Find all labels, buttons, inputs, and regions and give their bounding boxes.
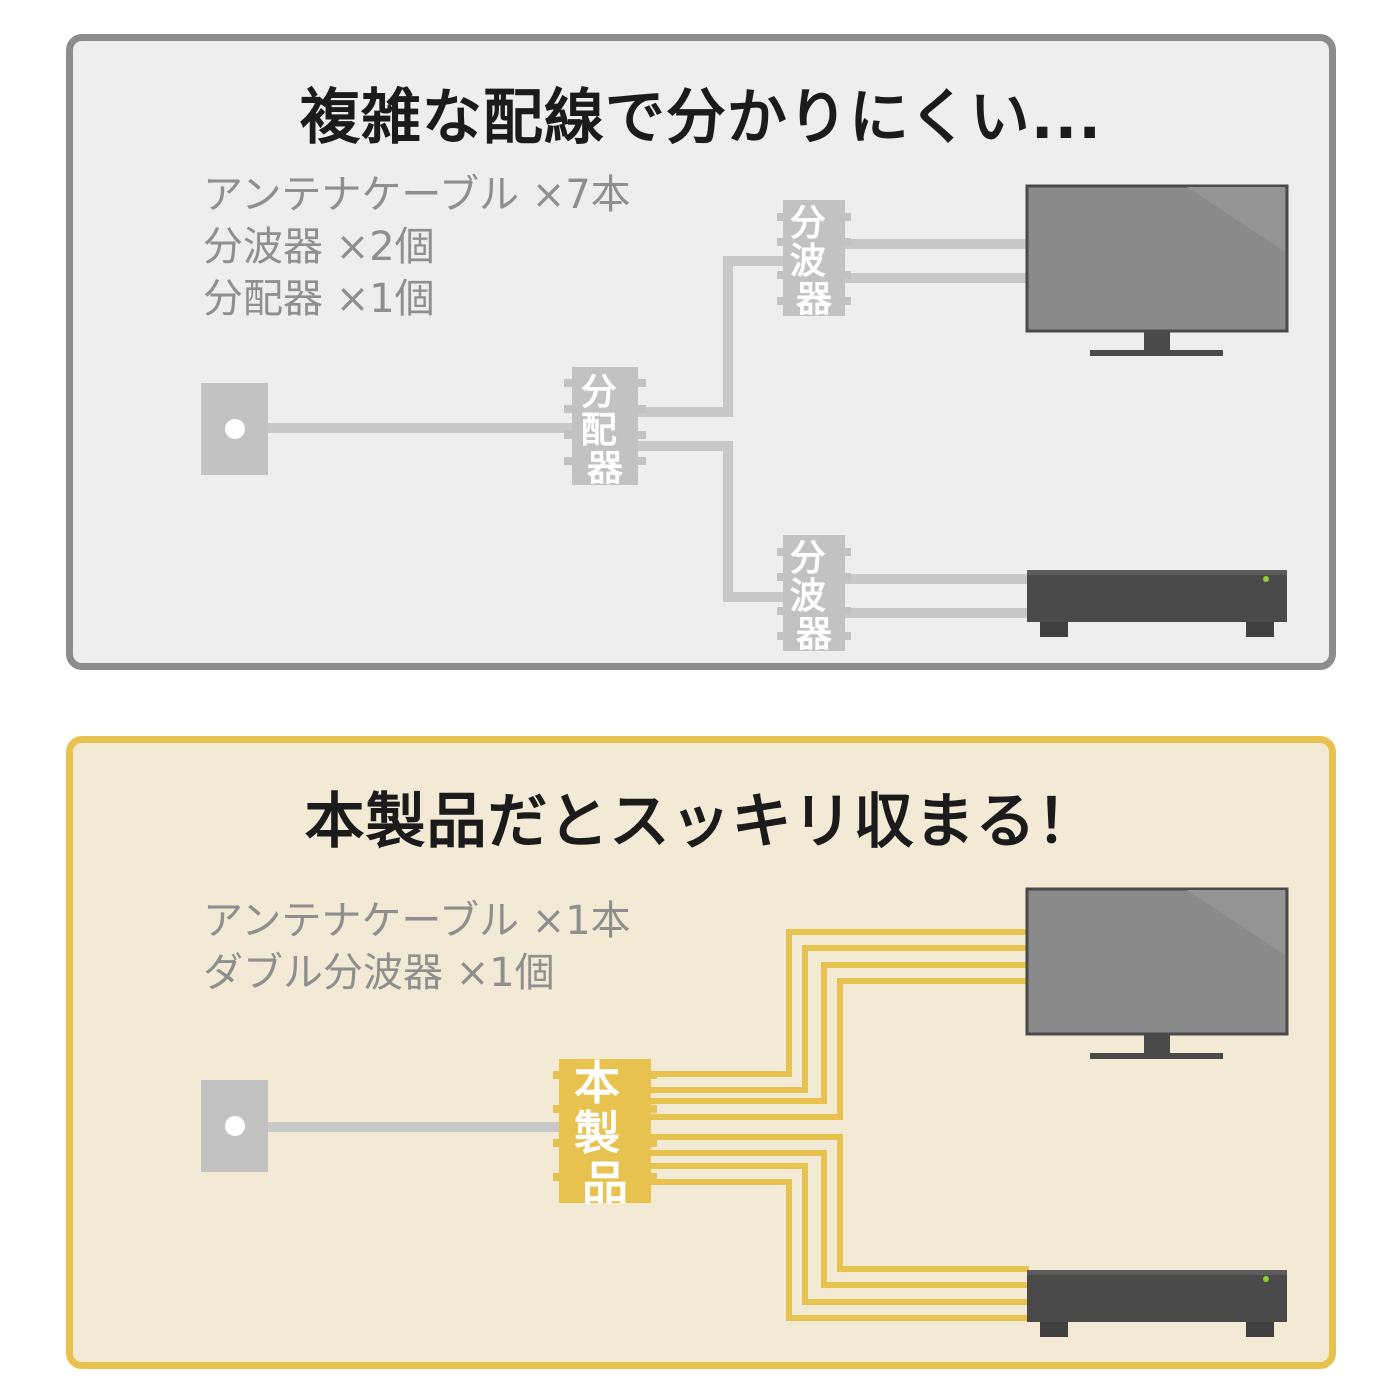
tv-icon	[1025, 184, 1289, 356]
before-spec-list: アンテナケーブル ×7本 分波器 ×2個 分配器 ×1個	[203, 169, 631, 325]
recorder-icon	[1027, 570, 1287, 637]
after-wiring-diagram: 本 製 品	[201, 887, 1289, 1337]
after-panel: 本製品だとスッキリ収まる！ アンテナケーブル ×1本 ダブル分波器 ×1個	[66, 736, 1336, 1369]
separator-box-upper: 分 波 器	[777, 200, 851, 320]
separator-box-lower: 分 波 器	[777, 535, 851, 655]
separator-lower-char-1: 分	[790, 538, 826, 579]
recorder-icon	[1027, 1270, 1287, 1337]
after-spec-cables: アンテナケーブル ×1本	[203, 898, 631, 944]
product-box: 本 製 品	[553, 1056, 657, 1210]
after-cable-tv-b-inner	[647, 968, 1029, 1114]
tv-icon	[1025, 887, 1289, 1059]
separator-upper-char-1: 分	[790, 203, 826, 244]
separator-lower-char-2: 波	[790, 576, 826, 617]
before-cables	[247, 239, 1029, 618]
separator-upper-char-3: 器	[796, 279, 833, 320]
before-spec-cables: アンテナケーブル ×7本	[203, 172, 631, 218]
wall-outlet-icon	[201, 1080, 268, 1172]
before-title: 複雑な配線で分かりにくい...	[299, 83, 1103, 153]
separator-label-lower: 分 波 器	[790, 538, 839, 655]
splitter-box: 分 配 器	[564, 367, 646, 489]
before-spec-splitter: 分配器 ×1個	[203, 276, 435, 322]
before-cable-splitter-upper	[632, 256, 785, 417]
product-label-char-1: 本	[574, 1056, 620, 1110]
after-title: 本製品だとスッキリ収まる！	[304, 787, 1098, 857]
after-cables	[647, 929, 1029, 1321]
after-spec-double-separator: ダブル分波器 ×1個	[203, 950, 555, 996]
before-spec-separators: 分波器 ×2個	[203, 224, 435, 270]
splitter-label-char-3: 器	[587, 448, 624, 489]
product-label-char-3: 品	[582, 1156, 628, 1210]
after-cable-rec-a-inner	[647, 1140, 1029, 1282]
before-panel: 複雑な配線で分かりにくい... アンテナケーブル ×7本 分波器 ×2個 分配器…	[66, 34, 1336, 670]
before-wiring-diagram: 分 配 器 分 波 器 分	[201, 184, 1289, 655]
splitter-label-char-1: 分	[581, 372, 617, 413]
splitter-label: 分 配 器	[581, 372, 630, 489]
separator-upper-char-2: 波	[790, 241, 826, 282]
splitter-label-char-2: 配	[581, 410, 617, 451]
after-cable-tv-a-inner	[647, 935, 1029, 1087]
after-spec-list: アンテナケーブル ×1本 ダブル分波器 ×1個	[203, 895, 631, 999]
after-cable-rec-b-inner	[647, 1169, 1029, 1315]
before-cable-splitter-lower	[632, 441, 785, 602]
product-label: 本 製 品	[574, 1056, 636, 1210]
separator-lower-char-3: 器	[796, 614, 833, 655]
separator-label-upper: 分 波 器	[790, 203, 839, 320]
product-label-char-2: 製	[574, 1106, 620, 1160]
wall-outlet-icon	[201, 383, 268, 475]
